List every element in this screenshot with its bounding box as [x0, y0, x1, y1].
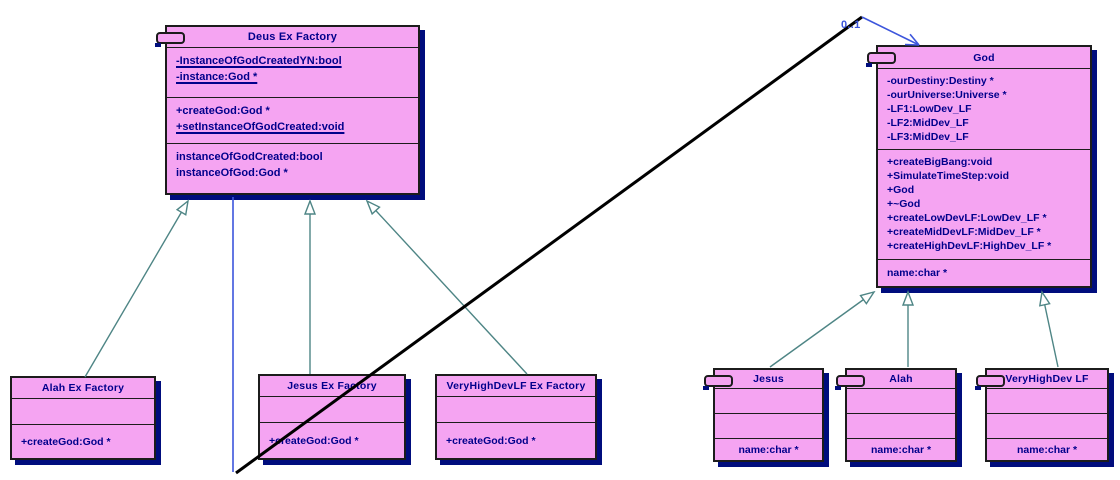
class-compartment: +createBigBang:void +SimulateTimeStep:voi… [878, 149, 1090, 259]
member-row: name:char * [1016, 443, 1078, 456]
member-row: name:char * [738, 443, 799, 456]
class-compartment: name:char * [847, 438, 955, 460]
class-title: Alah [889, 373, 913, 385]
class-veryhighdevlf-ex-factory[interactable]: VeryHighDevLF Ex Factory +createGod:God * [435, 374, 597, 460]
member-row: instanceOfGodCreated:bool [176, 151, 323, 163]
class-compartment: name:char * [715, 438, 822, 460]
class-compartment: name:char * [878, 259, 1090, 286]
member-row: +createGod:God * [176, 105, 270, 117]
member-row: -ourUniverse:Universe * [887, 89, 1007, 101]
class-title: VeryHighDev LF [1005, 373, 1089, 385]
member-row: +God [887, 184, 915, 196]
member-row: +SimulateTimeStep:void [887, 170, 1010, 182]
member-row: -LF2:MidDev_LF [887, 117, 969, 129]
class-veryhighdev-lf[interactable]: VeryHighDev LF name:char * [975, 368, 1109, 462]
class-compartment [437, 396, 595, 422]
member-row: +createGod:God * [446, 434, 536, 447]
class-decoration-icon [835, 375, 865, 390]
member-row: name:char * [870, 443, 932, 456]
association-line[interactable] [861, 16, 920, 46]
class-alah[interactable]: Alah name:char * [835, 368, 957, 462]
class-title: Jesus [753, 373, 784, 385]
class-compartment [987, 413, 1107, 438]
association-open-arrowhead[interactable] [904, 43, 920, 46]
member-row: +createMidDevLF:MidDev_LF * [887, 226, 1041, 238]
member-row: -ourDestiny:Destiny * [887, 75, 994, 87]
class-deus-ex-factory[interactable]: Deus Ex Factory -InstanceOfGodCreatedYN:b… [155, 25, 420, 195]
member-row: instanceOfGod:God * [176, 167, 288, 179]
member-row: +createLowDevLF:LowDev_LF * [887, 212, 1047, 224]
member-row: +createBigBang:void [887, 156, 993, 168]
class-decoration-icon [703, 375, 733, 390]
association-open-arrowhead[interactable] [909, 33, 920, 46]
class-compartment [715, 413, 822, 438]
class-title: VeryHighDevLF Ex Factory [446, 380, 586, 392]
class-compartment: +createGod:God * +setInstanceOfGodCreated… [167, 97, 418, 143]
class-decoration-icon [155, 32, 185, 47]
class-alah-ex-factory[interactable]: Alah Ex Factory +createGod:God * [10, 376, 156, 460]
member-row: name:char * [887, 267, 948, 279]
class-jesus-ex-factory[interactable]: Jesus Ex Factory +createGod:God * [258, 374, 406, 460]
class-compartment [987, 388, 1107, 413]
member-row: -InstanceOfGodCreatedYN:bool [176, 55, 342, 67]
class-decoration-icon [975, 375, 1005, 390]
generalization-veryhighdevlf-ex-factory-to-deus-ex-factory[interactable] [367, 201, 528, 375]
member-row: +~God [887, 198, 921, 210]
class-title: Jesus Ex Factory [287, 380, 377, 392]
class-god[interactable]: God -ourDestiny:Destiny * -ourUniverse:Uni… [866, 45, 1092, 288]
class-compartment [715, 388, 822, 413]
class-compartment [847, 388, 955, 413]
class-compartment [847, 413, 955, 438]
class-title: God [973, 51, 995, 64]
class-jesus[interactable]: Jesus name:char * [703, 368, 824, 462]
member-row: +setInstanceOfGodCreated:void [176, 121, 345, 133]
multiplicity-label: 0..1 [841, 19, 861, 31]
class-compartment: +createGod:God * [12, 424, 154, 458]
member-row: -instance:God * [176, 71, 258, 83]
class-compartment: instanceOfGodCreated:bool instanceOfGod:G… [167, 143, 418, 193]
class-compartment: -ourDestiny:Destiny * -ourUniverse:Univer… [878, 68, 1090, 149]
generalization-veryhighdev-lf-to-god[interactable] [1042, 292, 1059, 368]
class-compartment: -InstanceOfGodCreatedYN:bool -instance:Go… [167, 47, 418, 97]
class-title: Alah Ex Factory [41, 382, 125, 394]
member-row: +createGod:God * [269, 434, 359, 447]
generalization-jesus-to-god[interactable] [769, 292, 874, 368]
class-title: Deus Ex Factory [247, 31, 338, 43]
member-row: -LF3:MidDev_LF [887, 131, 969, 143]
generalization-alah-ex-factory-to-deus-ex-factory[interactable] [84, 201, 188, 378]
class-compartment: +createGod:God * [260, 422, 404, 458]
class-compartment: +createGod:God * [437, 422, 595, 458]
class-compartment: name:char * [987, 438, 1107, 460]
class-decoration-icon [866, 52, 896, 67]
member-row: -LF1:LowDev_LF [887, 103, 972, 115]
member-row: +createGod:God * [21, 435, 111, 448]
association-annotation-line[interactable] [235, 15, 863, 475]
class-compartment [260, 396, 404, 422]
member-row: +createHighDevLF:HighDev_LF * [887, 240, 1052, 252]
class-compartment [12, 398, 154, 424]
